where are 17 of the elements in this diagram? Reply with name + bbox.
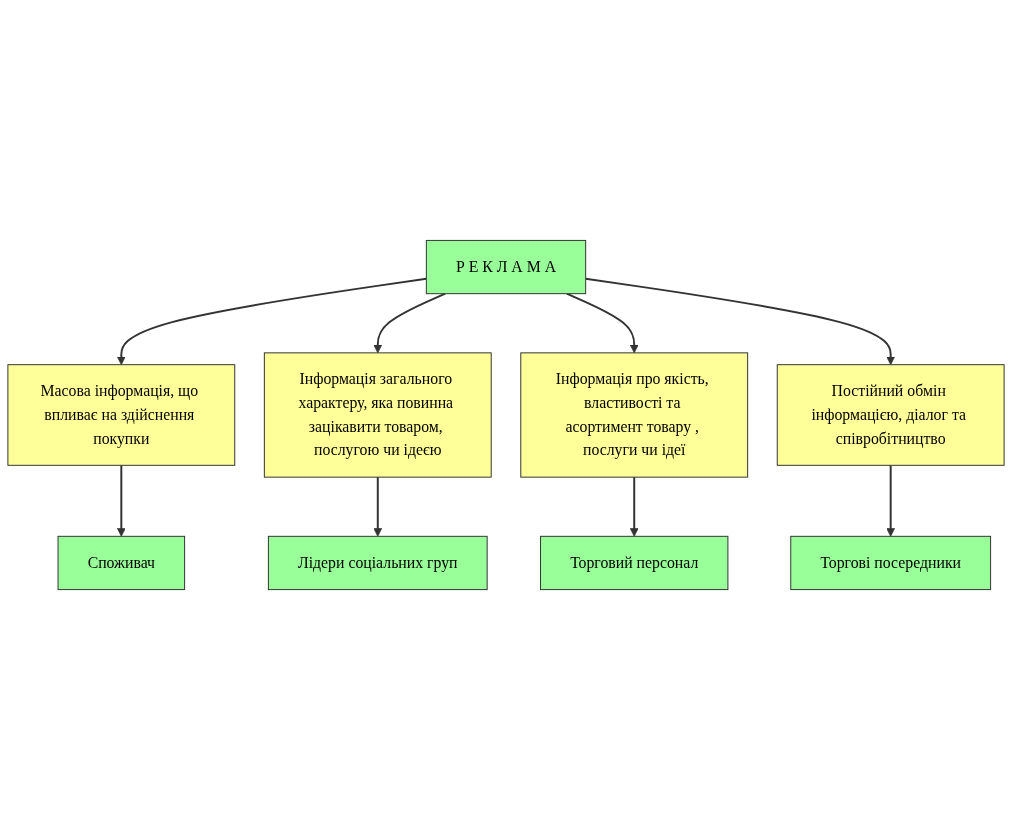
node-box: Р Е К Л А М А <box>425 239 587 295</box>
arrow <box>373 476 383 537</box>
node-box: Постійний обмін інформацією, діалог та співробітництво <box>776 364 1005 466</box>
node-box: Лідери соціальних груп <box>267 535 488 591</box>
arrow <box>117 464 126 537</box>
node-box: Торгові посередники <box>790 535 992 591</box>
arrow <box>886 464 895 537</box>
node-box: Інформація загального характеру, яка повинна зацікавити товаром, послугою чи ідеєю <box>263 352 492 478</box>
node-box: Масова інформація, що впливає на здійснення покупки <box>7 364 236 466</box>
arrow <box>584 277 895 366</box>
arrow <box>565 292 639 354</box>
node-box: Інформація про якість, властивості та асортимент товару , послуги чи ідеї <box>520 352 749 478</box>
arrow <box>629 476 639 537</box>
arrow <box>117 277 428 366</box>
arrow <box>373 292 447 354</box>
node-box: Споживач <box>57 535 186 591</box>
node-box: Торговий персонал <box>540 535 729 591</box>
